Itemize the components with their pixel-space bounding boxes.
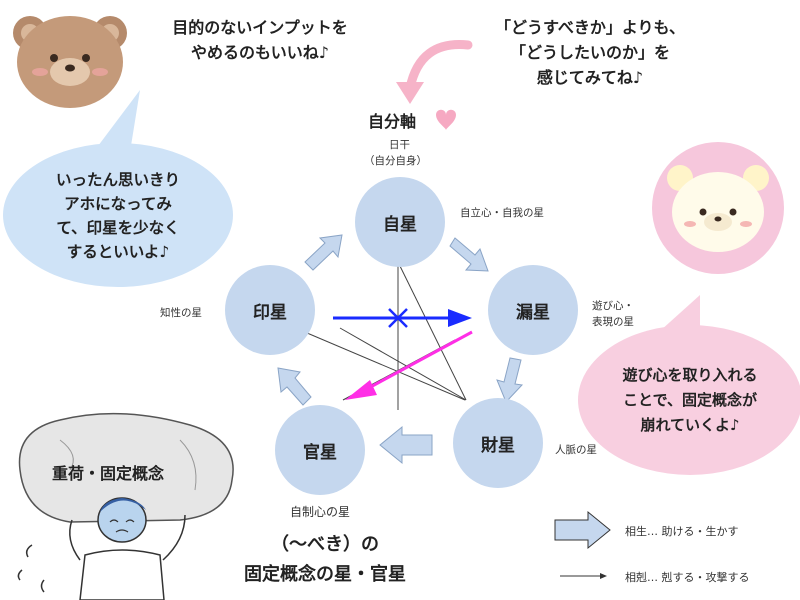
left-speech-bubble bbox=[3, 90, 233, 287]
self-star-circle: 自星 bbox=[355, 177, 445, 267]
legend-generate-arrow bbox=[554, 510, 611, 550]
official-star-circle: 官星 bbox=[275, 405, 365, 495]
top-left-caption-line: やめるのもいいね♪ bbox=[191, 43, 329, 62]
bottom-caption-line: （〜べき）の bbox=[271, 534, 379, 555]
generate-arrow-seal-self bbox=[304, 234, 343, 271]
left-bubble-line: て、印星を少なく bbox=[56, 219, 180, 237]
right-bubble-line: 遊び心を取り入れる bbox=[622, 366, 758, 384]
axis-sub2: （自分自身） bbox=[364, 155, 427, 167]
generate-arrow-self-leak bbox=[449, 237, 489, 272]
heart-icon bbox=[436, 109, 456, 130]
right-bubble-line: 崩れていくよ♪ bbox=[640, 416, 740, 434]
seal-star-circle: 印星 bbox=[225, 265, 315, 355]
wealth-star-desc: 人脈の星 bbox=[555, 444, 597, 456]
person-carrying-rock-icon bbox=[17, 412, 234, 600]
self-star-desc: 自立心・自我の星 bbox=[460, 207, 544, 219]
axis-title: 自分軸 bbox=[368, 112, 417, 131]
bear-face-icon bbox=[13, 16, 127, 108]
legend-overcome-label: 相剋… 剋する・攻撃する bbox=[625, 571, 750, 584]
top-right-caption-line: 「どうすべきか」よりも、 bbox=[494, 18, 686, 37]
magenta-overcome-arrow bbox=[345, 330, 473, 400]
top-right-caption-line: 感じてみてね♪ bbox=[536, 68, 644, 87]
wealth-star-circle: 財星 bbox=[453, 398, 543, 488]
overcome-lines bbox=[299, 261, 467, 410]
top-left-caption-line: 目的のないインプットを bbox=[172, 18, 348, 37]
white-bear-face-icon bbox=[652, 142, 784, 274]
generate-arrow-official-seal bbox=[277, 367, 312, 406]
left-bubble-line: アホになってみ bbox=[64, 195, 172, 213]
leak-star-desc-2: 表現の星 bbox=[592, 316, 634, 328]
axis-sub1: 日干 bbox=[389, 139, 410, 151]
legend-overcome-arrow bbox=[560, 573, 607, 579]
left-bubble-line: するといいよ♪ bbox=[66, 243, 170, 261]
rock-label: 重荷・固定概念 bbox=[52, 464, 165, 483]
generate-arrow-leak-wealth bbox=[496, 357, 524, 403]
leak-star-desc-1: 遊び心・ bbox=[592, 300, 634, 312]
top-right-caption: 「どうすべきか」よりも、 「どうしたいのか」を 感じてみてね♪ bbox=[470, 15, 710, 90]
right-bubble-line: ことで、固定概念が bbox=[623, 391, 757, 409]
official-star-desc: 自制心の星 bbox=[290, 505, 351, 519]
bottom-caption: （〜べき）の 固定概念の星・官星 bbox=[210, 530, 440, 590]
top-left-caption: 目的のないインプットを やめるのもいいね♪ bbox=[140, 15, 380, 65]
right-speech-bubble bbox=[578, 295, 800, 475]
right-bubble-text: 遊び心を取り入れる ことで、固定概念が 崩れていくよ♪ bbox=[590, 363, 790, 438]
left-bubble-line: いったん思いきり bbox=[55, 171, 180, 189]
generate-arrow-wealth-official bbox=[379, 425, 433, 465]
blue-overcome-arrow bbox=[333, 308, 472, 328]
left-bubble-text: いったん思いきり アホになってみ て、印星を少なく するといいよ♪ bbox=[18, 168, 218, 264]
seal-star-desc: 知性の星 bbox=[160, 307, 202, 319]
bottom-caption-line: 固定概念の星・官星 bbox=[244, 564, 406, 585]
leak-star-circle: 漏星 bbox=[488, 265, 578, 355]
pink-curved-arrow bbox=[396, 40, 473, 104]
top-right-caption-line: 「どうしたいのか」を bbox=[509, 43, 670, 62]
legend-generate-label: 相生… 助ける・生かす bbox=[625, 525, 739, 538]
